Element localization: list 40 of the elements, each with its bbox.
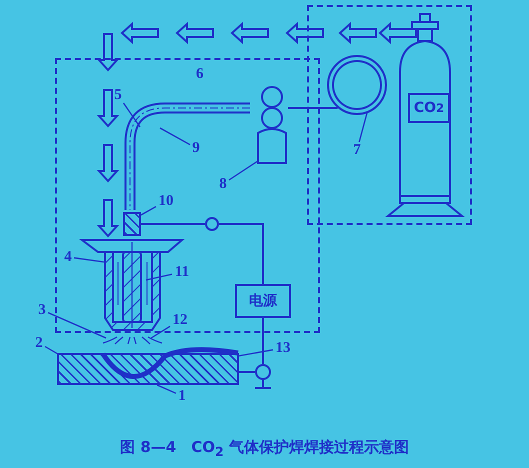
leader-line [48,312,106,339]
leader-line [44,346,58,355]
cable [141,223,205,225]
callout-number: 12 [170,312,190,328]
leader-line [358,112,368,142]
leader-line [74,257,104,263]
gas-flow-lines [100,336,164,346]
cable [219,223,264,284]
leader-line [228,160,258,181]
meter-symbol [205,217,219,231]
callout-number: 5 [112,87,124,103]
callout-number: 3 [36,302,48,318]
callout-number: 8 [217,176,229,192]
figure-caption: 图 8—4 CO$_{2}$ 气体保护焊焊接过程示意图 [120,438,409,456]
leader-line [160,127,190,146]
callout-number: 1 [176,388,188,404]
callout-number: 7 [351,142,363,158]
feed-roller-drawing [256,85,288,165]
cable [288,107,338,109]
cable [239,371,255,373]
dashed-frame [307,5,472,225]
cable [262,318,264,364]
callout-number: 2 [33,335,45,351]
callout-number: 10 [156,193,176,209]
callout-number: 9 [190,140,202,156]
leader-line [146,274,172,281]
callout-number: 11 [172,264,192,280]
contact-tube [123,212,141,236]
leader-line [150,326,170,339]
callout-number: 13 [273,340,293,356]
leader-line [238,349,274,357]
callout-number: 4 [62,249,74,265]
leader-line [140,206,156,216]
meter-symbol [255,364,271,380]
dashed-frame [55,58,320,333]
callout-number: 6 [196,66,204,82]
leader-line [156,384,176,394]
power-supply-box: 电源 [235,284,291,318]
wire-spool [327,55,387,115]
leader-line [122,102,141,128]
